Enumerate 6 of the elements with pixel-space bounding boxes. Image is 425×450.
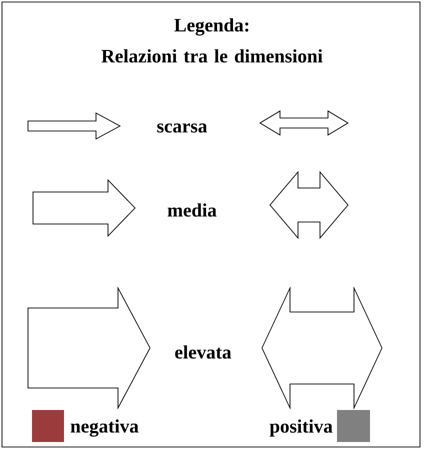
legend-label: positiva <box>270 419 332 437</box>
strength-label: media <box>168 203 216 217</box>
legend-label: negativa <box>70 419 138 437</box>
legend-title: Legenda: Relazioni tra le dimensioni <box>102 18 323 63</box>
strength-label: elevata <box>175 345 232 359</box>
strength-label: scarsa <box>157 123 208 133</box>
